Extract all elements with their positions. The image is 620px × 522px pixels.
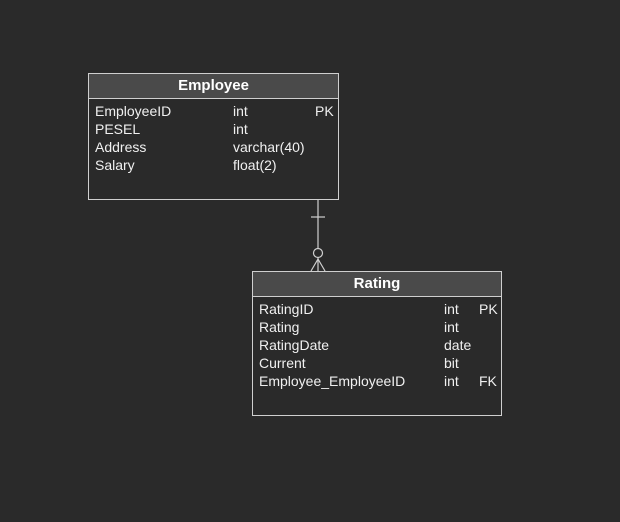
column-type: date <box>444 337 472 353</box>
column-name: Current <box>259 355 306 371</box>
column-type: bit <box>444 355 459 371</box>
column-key: FK <box>479 373 497 389</box>
column-type: float(2) <box>233 157 277 173</box>
column-type: int <box>444 301 459 317</box>
column-name: Rating <box>259 319 300 335</box>
employee-columns: EmployeeID int PK PESEL int Address varc… <box>89 99 338 174</box>
table-row[interactable]: Employee_EmployeeID int FK <box>253 372 501 390</box>
column-type: varchar(40) <box>233 139 305 155</box>
column-name: RatingDate <box>259 337 330 353</box>
table-row[interactable]: Salary float(2) <box>89 156 338 174</box>
table-row[interactable]: Current bit <box>253 354 501 372</box>
crowfoot-right-line <box>317 258 326 272</box>
employee-table-title: Employee <box>89 74 338 99</box>
table-row[interactable]: RatingDate date <box>253 336 501 354</box>
column-name: EmployeeID <box>95 103 172 119</box>
employee-table[interactable]: Employee EmployeeID int PK PESEL int Add… <box>88 73 339 200</box>
table-row[interactable]: Rating int <box>253 318 501 336</box>
rating-table[interactable]: Rating RatingID int PK Rating int Rating… <box>252 271 502 416</box>
column-name: Salary <box>95 157 135 173</box>
column-type: int <box>233 121 248 137</box>
column-key: PK <box>479 301 498 317</box>
crowfoot-left-line <box>310 258 319 272</box>
column-key: PK <box>315 103 334 119</box>
column-type: int <box>444 373 459 389</box>
column-name: RatingID <box>259 301 314 317</box>
column-name: Employee_EmployeeID <box>259 373 406 389</box>
table-row[interactable]: PESEL int <box>89 120 338 138</box>
table-row[interactable]: EmployeeID int PK <box>89 102 338 120</box>
table-row[interactable]: Address varchar(40) <box>89 138 338 156</box>
table-row[interactable]: RatingID int PK <box>253 300 501 318</box>
column-name: Address <box>95 139 147 155</box>
rating-table-title: Rating <box>253 272 501 297</box>
column-name: PESEL <box>95 121 141 137</box>
zero-optional-marker <box>312 247 324 259</box>
column-type: int <box>444 319 459 335</box>
column-type: int <box>233 103 248 119</box>
rating-columns: RatingID int PK Rating int RatingDate da… <box>253 297 501 390</box>
